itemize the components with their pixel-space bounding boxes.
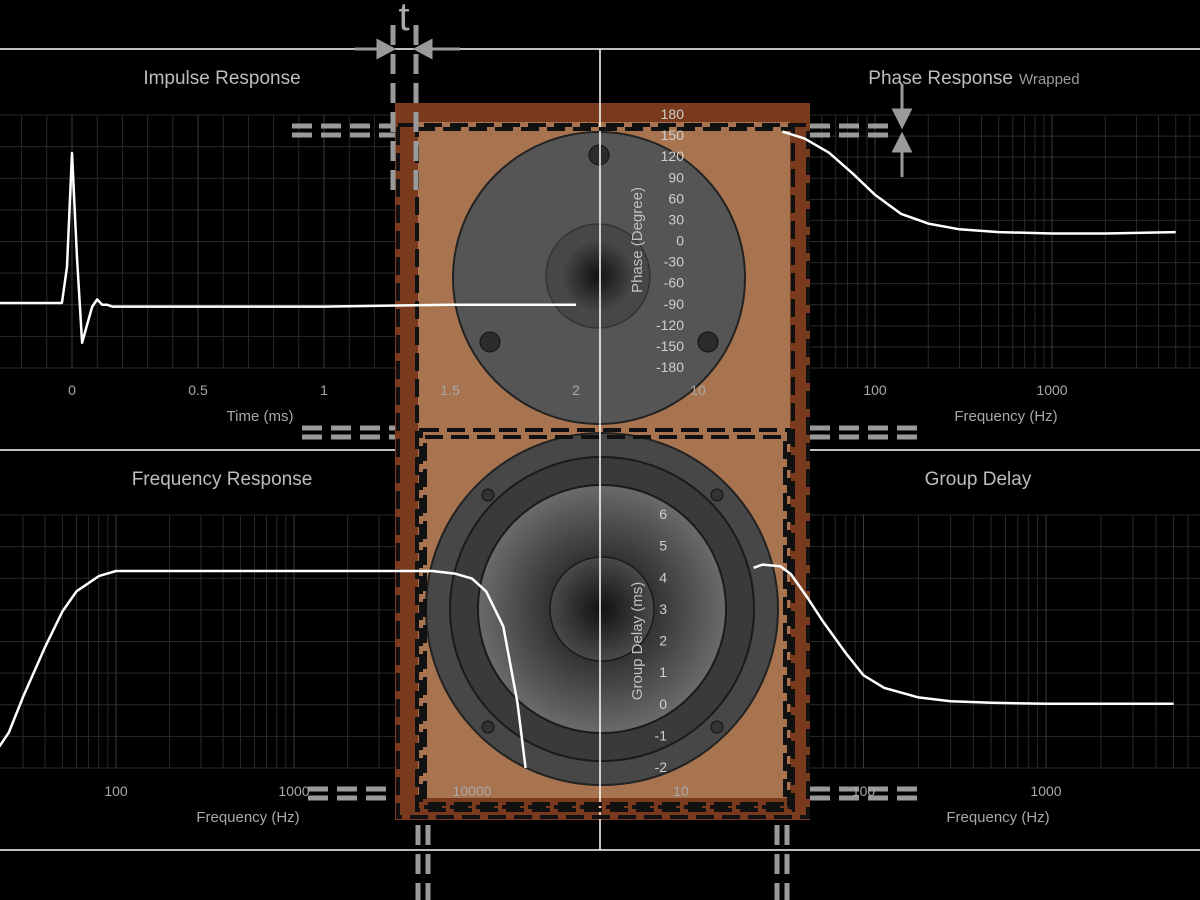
frequency-title: Frequency Response — [132, 469, 313, 490]
x-tick-label: 10000 — [453, 783, 492, 799]
tweeter-screw — [588, 144, 610, 166]
data-curves — [0, 130, 1176, 768]
x-tick-label: 0.5 — [188, 382, 208, 398]
y-tick-label: -120 — [656, 317, 684, 333]
y-tick-label: 2 — [659, 633, 667, 649]
dimension-marks — [292, 25, 925, 900]
x-tick-label: 100 — [863, 382, 887, 398]
y-tick-label: -180 — [656, 359, 684, 375]
woofer-driver — [425, 432, 779, 786]
x-tick-label: 1000 — [1036, 382, 1067, 398]
x-tick-label: 0 — [68, 382, 76, 398]
y-tick-label: 150 — [661, 127, 685, 143]
x-tick-label: 100 — [104, 783, 128, 799]
group-delay-xlabel: Frequency (Hz) — [946, 809, 1049, 826]
x-tick-label: 1.5 — [440, 382, 460, 398]
group-delay-title: Group Delay — [925, 469, 1032, 490]
cabinet-dashed-outlines — [396, 123, 810, 819]
t-dimension-arrows — [355, 38, 913, 177]
x-tick-label: 100 — [852, 783, 876, 799]
impulse-axes: Impulse Response Time (ms) 0 0.5 1 1.5 2 — [68, 68, 580, 425]
y-tick-label: 30 — [668, 211, 684, 227]
woofer-screw — [481, 720, 495, 734]
y-tick-label: -150 — [656, 338, 684, 354]
woofer-screw — [710, 488, 724, 502]
x-tick-label: 1000 — [278, 783, 309, 799]
x-tick-label: 2 — [572, 382, 580, 398]
woofer-screw — [481, 488, 495, 502]
y-tick-label: -30 — [664, 254, 684, 270]
phase-title-suffix: Wrapped — [1019, 71, 1080, 88]
frequency-axes: Frequency Response Frequency (Hz) 100 100… — [104, 469, 491, 826]
y-tick-label: 0 — [659, 696, 667, 712]
series-line — [782, 130, 1176, 235]
y-tick-label: 120 — [661, 148, 685, 164]
phase-ylabel: Phase (Degree) — [629, 187, 646, 293]
group-delay-ylabel: Group Delay (ms) — [629, 582, 646, 700]
series-line — [0, 569, 527, 768]
y-tick-label: -60 — [664, 275, 684, 291]
phase-axes: Phase Response Wrapped Frequency (Hz) Ph… — [629, 68, 1080, 425]
y-tick-label: 3 — [659, 601, 667, 617]
y-tick-label: 1 — [659, 664, 667, 680]
x-tick-label: 10 — [673, 783, 689, 799]
impulse-xlabel: Time (ms) — [227, 408, 294, 425]
y-tick-label: 90 — [668, 169, 684, 185]
y-tick-label: 4 — [659, 569, 667, 585]
y-tick-label: -1 — [655, 727, 668, 743]
y-tick-label: 60 — [668, 190, 684, 206]
series-line — [753, 563, 1174, 706]
y-tick-label: 5 — [659, 538, 667, 554]
x-tick-label: 1000 — [1030, 783, 1061, 799]
t-dimension-label: t — [398, 0, 409, 39]
impulse-title: Impulse Response — [143, 68, 300, 89]
y-tick-label: 180 — [661, 106, 685, 122]
phase-title: Phase Response — [868, 68, 1013, 89]
y-tick-label: -90 — [664, 296, 684, 312]
y-tick-label: -2 — [655, 759, 668, 775]
y-tick-label: 0 — [676, 233, 684, 249]
y-tick-label: 6 — [659, 506, 667, 522]
tweeter-driver — [452, 131, 746, 425]
phase-xlabel: Frequency (Hz) — [954, 408, 1057, 425]
group-delay-axes: Group Delay Frequency (Hz) Group Delay (… — [629, 469, 1062, 826]
tweeter-screw — [697, 331, 719, 353]
series-line — [0, 151, 576, 345]
x-tick-label: 10 — [690, 382, 706, 398]
x-tick-label: 1 — [320, 382, 328, 398]
frequency-xlabel: Frequency (Hz) — [196, 809, 299, 826]
tweeter-screw — [479, 331, 501, 353]
woofer-screw — [710, 720, 724, 734]
